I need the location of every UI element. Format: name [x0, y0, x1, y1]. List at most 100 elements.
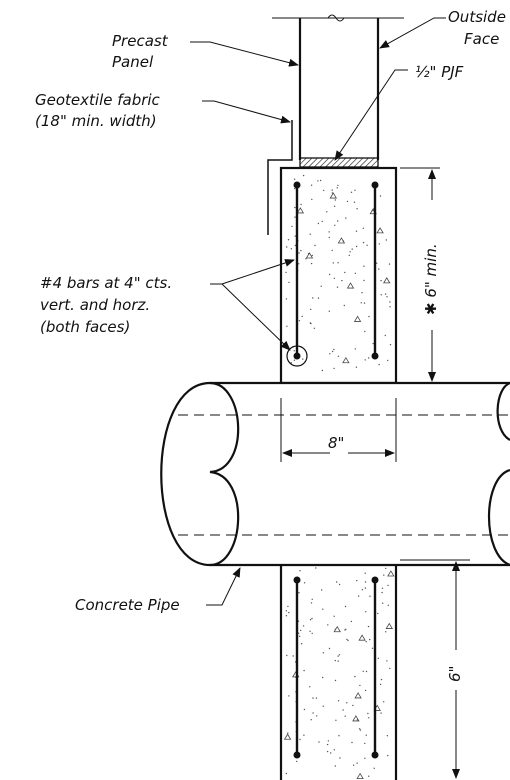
concrete-stipple	[386, 660, 388, 662]
concrete-stipple	[320, 285, 322, 287]
aggregate-mark	[353, 315, 362, 322]
concrete-stipple	[386, 296, 388, 298]
concrete-stipple	[328, 273, 331, 276]
concrete-stipple	[383, 574, 385, 576]
concrete-stipple	[338, 735, 340, 737]
concrete-stipple	[333, 277, 335, 279]
concrete-stipple	[321, 589, 323, 591]
concrete-stipple	[368, 775, 370, 777]
concrete-stipple	[373, 767, 375, 769]
concrete-stipple	[310, 308, 312, 311]
concrete-stipple	[328, 647, 331, 650]
concrete-stipple	[378, 243, 380, 245]
concrete-stipple	[364, 742, 366, 745]
concrete-stipple	[356, 762, 358, 764]
concrete-stipple	[387, 754, 389, 757]
concrete-stipple	[344, 715, 346, 717]
concrete-stipple	[337, 184, 339, 187]
aggregate-mark	[352, 715, 360, 722]
pjf-joint	[299, 157, 379, 168]
svg-text:Geotextile fabric: Geotextile fabric	[35, 91, 161, 109]
concrete-stipple	[300, 629, 302, 632]
aggregate-mark	[356, 772, 364, 779]
concrete-stipple	[305, 258, 307, 260]
concrete-stipple	[294, 216, 296, 218]
concrete-stipple	[313, 327, 316, 329]
concrete-stipple	[355, 366, 358, 368]
concrete-stipple	[302, 174, 305, 177]
label-concrete-pipe: Concrete Pipe	[75, 567, 241, 614]
concrete-stipple	[346, 638, 348, 641]
concrete-stipple	[310, 184, 313, 186]
concrete-stipple	[365, 734, 367, 736]
concrete-stipple	[346, 200, 349, 203]
concrete-stipple	[322, 705, 324, 707]
concrete-stipple	[387, 604, 389, 606]
concrete-stipple	[336, 187, 338, 189]
concrete-stipple	[294, 188, 296, 190]
concrete-stipple	[354, 189, 356, 191]
concrete-stipple	[299, 570, 301, 572]
concrete-stipple	[317, 180, 319, 182]
concrete-stipple	[326, 750, 329, 753]
concrete-stipple	[337, 655, 339, 657]
concrete-stipple	[302, 358, 304, 360]
concrete-stipple	[301, 315, 303, 318]
concrete-stipple	[380, 279, 382, 282]
concrete-stipple	[328, 231, 330, 233]
aggregate-mark	[337, 237, 346, 244]
aggregate-mark	[354, 692, 362, 699]
concrete-stipple	[299, 738, 301, 741]
concrete-stipple	[333, 367, 335, 370]
concrete-stipple	[379, 683, 382, 686]
concrete-stipple	[346, 702, 348, 704]
concrete-stipple	[337, 700, 340, 702]
concrete-stipple	[361, 589, 364, 591]
aggregate-mark	[305, 252, 314, 259]
concrete-stipple	[286, 654, 288, 657]
concrete-stipple	[362, 670, 364, 672]
concrete-stipple	[303, 708, 306, 711]
concrete-stipple	[328, 236, 330, 239]
concrete-stipple	[354, 272, 357, 274]
concrete-stipple	[364, 359, 366, 361]
dim-width-text: 8"	[328, 434, 344, 452]
concrete-stipple	[338, 583, 341, 586]
concrete-stipple	[286, 246, 288, 248]
concrete-stipple	[360, 302, 362, 304]
concrete-stipple	[334, 199, 336, 201]
concrete-stipple	[369, 638, 371, 641]
concrete-stipple	[364, 330, 366, 333]
concrete-stipple	[331, 249, 333, 252]
concrete-stipple	[387, 359, 389, 362]
concrete-stipple	[297, 632, 300, 634]
concrete-stipple	[326, 743, 329, 746]
aggregate-mark	[376, 227, 384, 234]
concrete-stipple	[298, 592, 300, 594]
concrete-stipple	[349, 251, 351, 253]
concrete-stipple	[309, 619, 312, 621]
concrete-stipple	[321, 369, 324, 372]
concrete-stipple	[312, 697, 314, 699]
concrete-stipple	[291, 225, 293, 228]
concrete-stipple	[363, 279, 365, 282]
concrete-stipple	[368, 357, 370, 359]
concrete-stipple	[362, 227, 365, 229]
break-symbol-icon	[327, 14, 345, 22]
concrete-stipple	[293, 178, 296, 180]
concrete-stipple	[310, 719, 312, 721]
concrete-stipple	[293, 359, 296, 361]
concrete-stipple	[345, 217, 347, 219]
concrete-stipple	[321, 220, 323, 223]
concrete-stipple	[378, 268, 380, 270]
concrete-stipple	[309, 686, 311, 688]
concrete-stipple	[287, 732, 289, 734]
concrete-stipple	[317, 297, 320, 299]
svg-text:Face: Face	[464, 30, 499, 48]
concrete-stipple	[333, 205, 336, 207]
concrete-stipple	[335, 719, 337, 721]
aggregate-mark	[387, 570, 395, 577]
concrete-stipple	[288, 695, 290, 697]
concrete-stipple	[381, 591, 383, 594]
